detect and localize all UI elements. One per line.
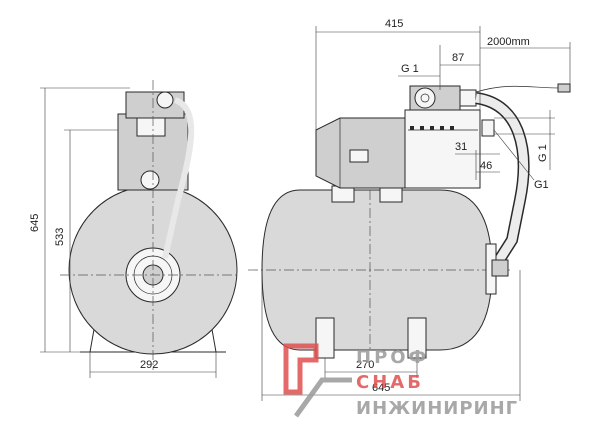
dim-total-width-top: 415 <box>385 18 403 30</box>
dim-base-width: 292 <box>140 359 158 371</box>
watermark-logo-swoosh <box>293 377 352 418</box>
dim-pump-axis-height: 533 <box>54 228 66 246</box>
front-view: 645 533 292 <box>29 80 240 378</box>
dim-cable-length: 2000mm <box>487 36 530 48</box>
dim-total-length: 645 <box>372 382 390 394</box>
side-cable <box>475 85 561 93</box>
side-gauge <box>414 87 436 109</box>
dim-total-height: 645 <box>29 214 41 232</box>
dim-offset-31: 31 <box>455 141 467 153</box>
front-hose <box>162 97 195 259</box>
watermark-line2: СНАБ <box>356 372 424 393</box>
dim-offset-46: 46 <box>480 160 492 172</box>
front-pump-nozzle <box>136 117 166 137</box>
watermark-line3: ИНЖИНИРИНГ <box>356 398 518 419</box>
side-view: 415 2000mm 87 G 1 31 46 G 1 G1 270 <box>248 18 571 401</box>
front-pump-bottom-port <box>140 170 160 190</box>
dim-feet-spacing: 270 <box>356 359 374 371</box>
side-plug <box>557 83 571 93</box>
side-pump-housing <box>404 109 481 189</box>
front-pump-top <box>125 91 185 119</box>
side-hose <box>475 93 529 265</box>
side-outlet-fitting <box>459 89 477 107</box>
dim-pump-offset: 87 <box>452 52 464 64</box>
connection-upper: G 1 <box>401 63 419 75</box>
watermark-logo: ПРОФ СНАБ ИНЖИНИРИНГ <box>283 343 518 419</box>
side-foot-left <box>315 317 335 359</box>
watermark-line1: ПРОФ <box>356 347 429 368</box>
side-tank-connector <box>491 259 509 277</box>
side-pump-dots <box>410 126 454 130</box>
connection-lower: G 1 <box>537 144 549 162</box>
connection-outlet: G1 <box>534 179 549 191</box>
side-motor-label <box>349 149 369 163</box>
g1-outlet-leader <box>493 129 535 181</box>
side-outlet-g1 <box>481 119 495 137</box>
front-gauge <box>156 91 174 109</box>
side-gauge-center <box>420 93 430 103</box>
watermark-logo-mark <box>283 343 319 395</box>
